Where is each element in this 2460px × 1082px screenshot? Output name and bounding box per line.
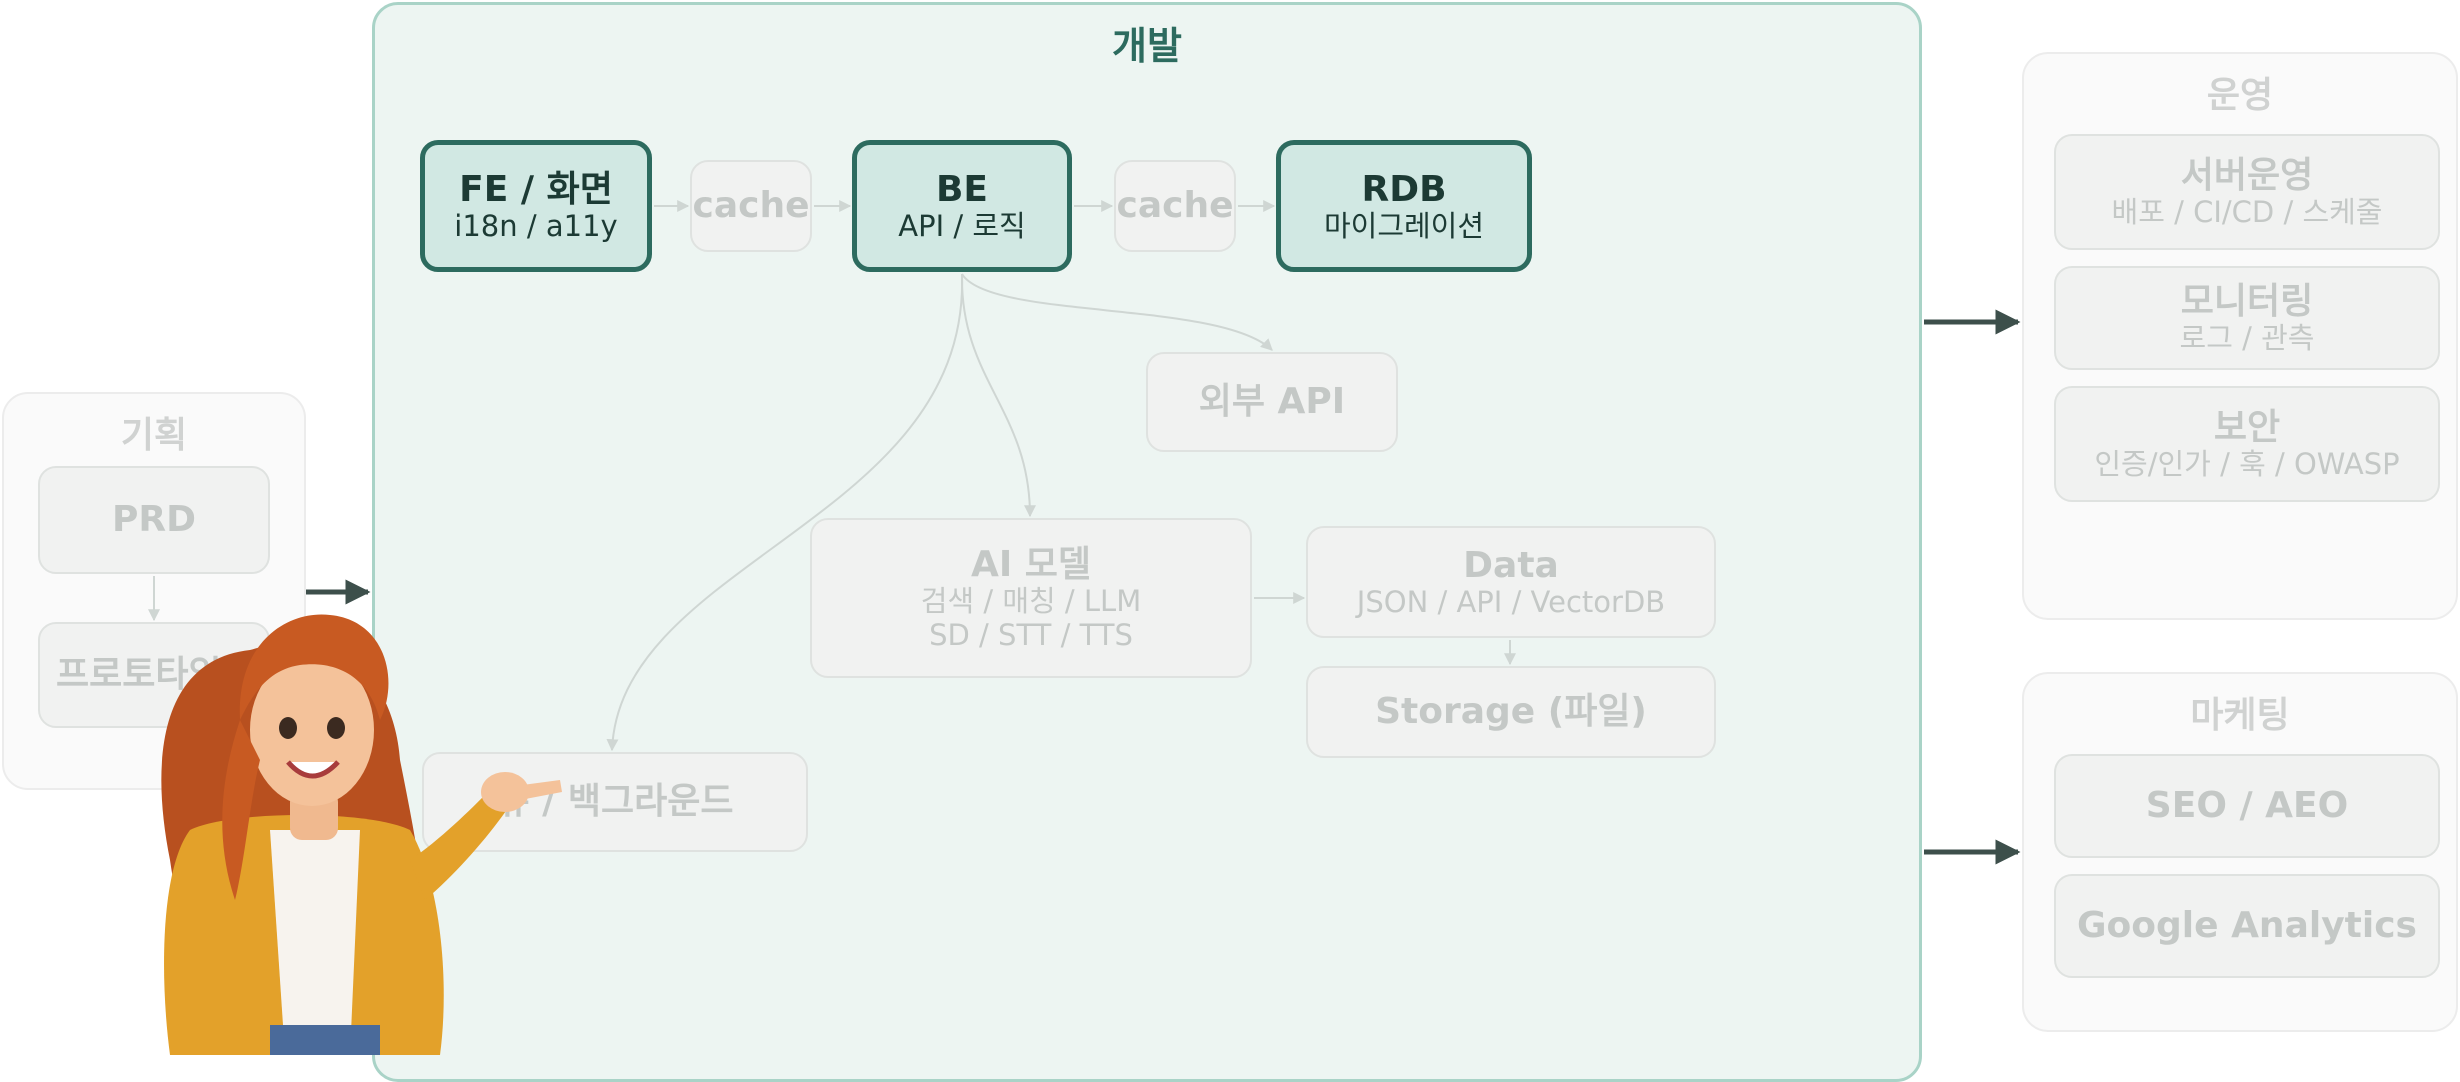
be-sub: API / 로직 [898, 209, 1026, 244]
ops-title: 운영 [2206, 75, 2274, 116]
ai-model-sub-1: 검색 / 매칭 / LLM [920, 584, 1142, 619]
ai-model-title: AI 모델 [970, 543, 1092, 585]
server-ops-node[interactable]: 서버운영 배포 / CI/CD / 스케줄 [2054, 134, 2440, 250]
rdb-sub: 마이그레이션 [1323, 209, 1485, 244]
be-title: BE [935, 168, 989, 210]
security-sub: 인증/인가 / 훅 / OWASP [2094, 447, 2400, 482]
fe-sub: i18n / a11y [454, 209, 618, 244]
edge-be-queue [606, 273, 964, 752]
security-title: 보안 [2213, 406, 2281, 448]
cache-1-label: cache [692, 185, 810, 227]
fe-node[interactable]: FE / 화면 i18n / a11y [420, 140, 652, 272]
rdb-title: RDB [1361, 168, 1447, 210]
cache-2-label: cache [1116, 185, 1234, 227]
edge-be-ai-model [960, 273, 1036, 518]
marketing-title: 마케팅 [2190, 695, 2290, 736]
monitoring-node[interactable]: 모니터링 로그 / 관측 [2054, 266, 2440, 370]
external-api-label: 외부 API [1198, 381, 1346, 423]
rdb-node[interactable]: RDB 마이그레이션 [1276, 140, 1532, 272]
data-sub: JSON / API / VectorDB [1356, 585, 1666, 620]
ai-model-node[interactable]: AI 모델 검색 / 매칭 / LLM SD / STT / TTS [810, 518, 1252, 678]
be-node[interactable]: BE API / 로직 [852, 140, 1072, 272]
security-node[interactable]: 보안 인증/인가 / 훅 / OWASP [2054, 386, 2440, 502]
prd-label: PRD [112, 499, 196, 541]
google-analytics-label: Google Analytics [2077, 905, 2417, 947]
seo-label: SEO / AEO [2145, 785, 2349, 827]
data-title: Data [1463, 544, 1559, 586]
prd-node[interactable]: PRD [38, 466, 270, 574]
storage-label: Storage (파일) [1375, 691, 1647, 733]
monitoring-title: 모니터링 [2180, 280, 2314, 322]
ai-model-sub-2: SD / STT / TTS [929, 617, 1133, 652]
data-node[interactable]: Data JSON / API / VectorDB [1306, 526, 1716, 638]
seo-node[interactable]: SEO / AEO [2054, 754, 2440, 858]
google-analytics-node[interactable]: Google Analytics [2054, 874, 2440, 978]
connectors-layer [148, 200, 2021, 865]
dev-title: 개발 [1112, 24, 1182, 68]
woman-pointing-mascot [161, 614, 562, 1055]
cache-node-1[interactable]: cache [690, 160, 812, 252]
external-api-node[interactable]: 외부 API [1146, 352, 1398, 452]
server-ops-sub: 배포 / CI/CD / 스케줄 [2111, 195, 2383, 230]
edge-be-external-api [961, 273, 1273, 351]
monitoring-sub: 로그 / 관측 [2179, 321, 2315, 356]
storage-node[interactable]: Storage (파일) [1306, 666, 1716, 758]
fe-title: FE / 화면 [459, 168, 613, 210]
planning-title: 기획 [120, 415, 188, 456]
server-ops-title: 서버운영 [2180, 154, 2314, 196]
cache-node-2[interactable]: cache [1114, 160, 1236, 252]
